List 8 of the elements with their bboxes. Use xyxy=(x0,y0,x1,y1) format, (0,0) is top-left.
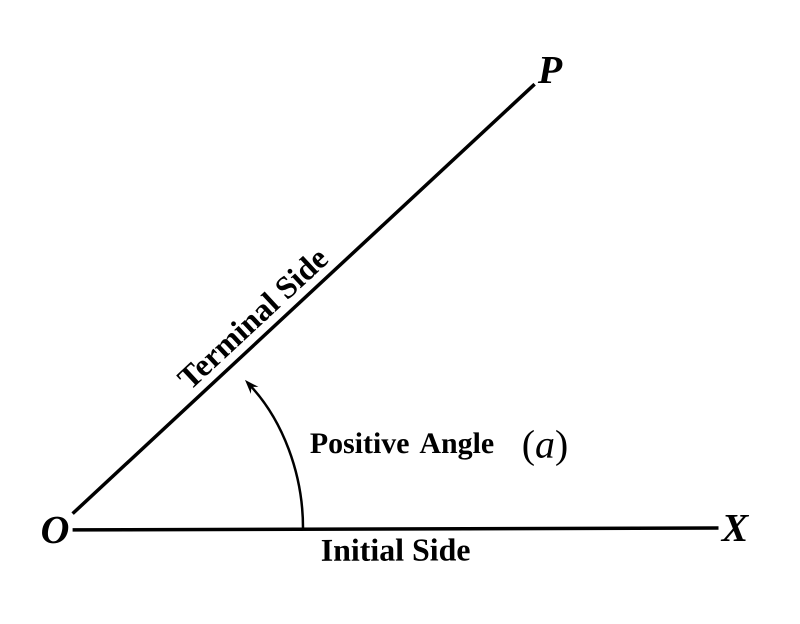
ray-line xyxy=(71,82,536,515)
point-label: P xyxy=(538,56,562,84)
edge-label: Initial Side xyxy=(322,538,470,562)
ray-line xyxy=(72,526,719,532)
angle-label: Positive Angle xyxy=(310,432,494,460)
point-label: X xyxy=(720,514,750,542)
angle-symbol: (a) xyxy=(524,430,566,466)
point-label: O xyxy=(42,516,68,544)
